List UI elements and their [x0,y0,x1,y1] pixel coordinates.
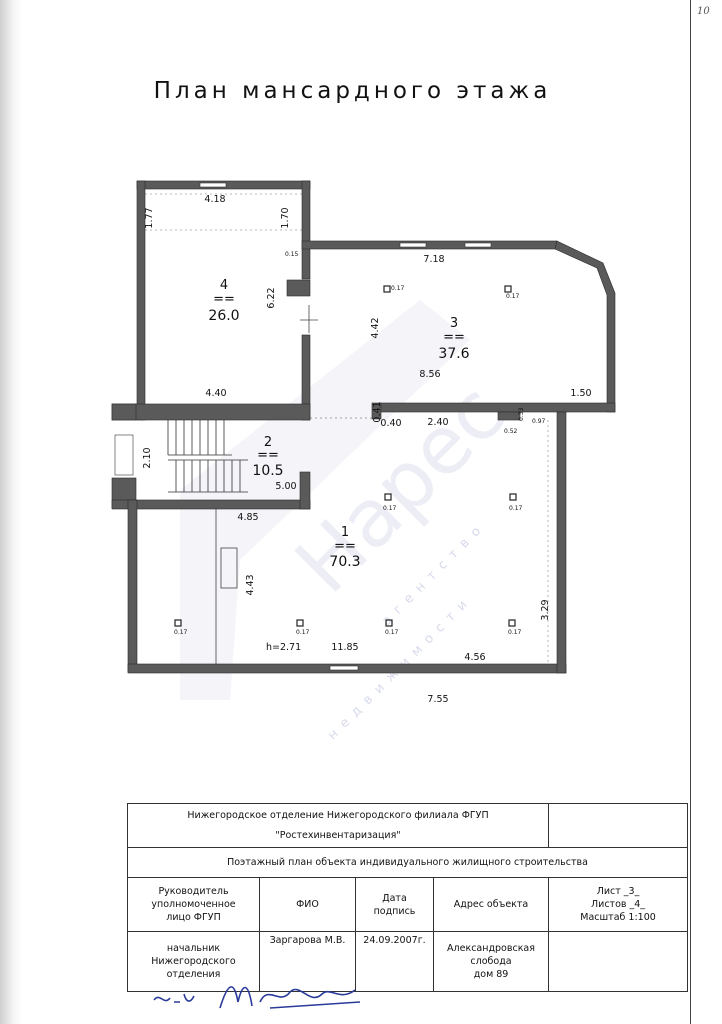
stamp-header-fio: ФИО [259,877,356,932]
svg-text:0.17: 0.17 [391,285,405,292]
vent-marker: 0.17 [509,493,523,512]
room-2-number: 2 [264,435,272,450]
dim-room3-left: 4.42 [370,317,381,338]
dim-443: 4.43 [245,574,256,595]
room-4-marker: == [213,292,235,307]
room-1-number: 1 [341,525,349,540]
svg-text:0.17: 0.17 [508,629,522,636]
svg-text:0.17: 0.17 [383,505,397,512]
stamp-header-position: Руководитель уполномоченное лицо ФГУП [127,877,260,932]
stamp-address: Александровская слобода дом 89 [432,931,550,992]
dim-329: 3.29 [540,599,551,620]
vent-marker: 0.17 [385,619,399,636]
svg-text:0.17: 0.17 [509,505,523,512]
room-labels: 4 == 26.0 3 == 37.6 2 == 10.5 1 == 70.3 [208,278,469,570]
title-block: Нижегородское отделение Нижегородского ф… [126,803,689,992]
stamp-empty-cell [548,803,689,848]
room-2-area: 10.5 [252,463,283,479]
stamp-empty-cell [548,931,689,992]
ceiling-height: h=2.71 [266,642,301,653]
room-2-marker: == [257,448,279,463]
stamp-header-address: Адрес объекта [432,877,550,932]
room-4-area: 26.0 [208,308,239,324]
stamp-position: начальник Нижегородского отделения [127,931,260,992]
dim-room4-bottom: 4.40 [205,388,226,399]
dim-room2-bottom: 5.00 [275,481,296,492]
vent-marker: 0.17 [296,619,310,636]
dim-041: 0.41 [372,401,383,422]
plan-title: План мансардного этажа [153,78,552,104]
dim-1185: 11.85 [331,642,358,653]
scan-edge-shadow [0,0,22,1024]
dim-052: 0.52 [504,428,518,435]
dim-456: 4.56 [464,652,485,663]
room-3-marker: == [443,330,465,345]
vent-marker: 0.17 [383,493,397,512]
dim-room4-top: 4.18 [204,194,225,205]
stamp-date: 24.09.2007г. [355,931,434,992]
dim-485: 4.85 [237,512,258,523]
svg-text:0.17: 0.17 [174,629,188,636]
dim-room4-right: 1.70 [280,207,291,228]
vent-markers: 0.17 0.17 0.17 0.17 0.17 0.17 0.17 0.17 [174,285,523,636]
watermark: Нарес агентство недвижимости [180,300,522,743]
stamp-document-title: Поэтажный план объекта индивидуального ж… [126,847,689,878]
dim-room4-height: 6.22 [266,287,277,308]
interior-lines [145,193,549,664]
dim-room3-top: 7.18 [423,254,444,265]
svg-text:0.17: 0.17 [296,629,310,636]
dim-015: 0.15 [285,251,299,258]
svg-text:0.17: 0.17 [385,629,399,636]
room-3-area: 37.6 [438,346,469,362]
vent-marker: 0.17 [174,619,188,636]
stamp-fio: Заргарова М.В. [259,931,356,992]
dim-097: 0.97 [532,418,546,425]
dim-room4-left: 1.77 [144,207,155,228]
dim-stair-width: 2.10 [142,447,153,468]
dim-240: 2.40 [427,417,448,428]
stamp-sheet-info: Лист _3_ Листов _4_ Масштаб 1:100 [548,877,689,932]
vent-marker: 0.17 [504,285,520,300]
svg-text:0.17: 0.17 [506,293,520,300]
stamp-header-date: Дата подпись [355,877,434,932]
dim-033: 0.33 [518,407,525,421]
page-number: 10 [697,6,710,17]
dim-755: 7.55 [427,694,448,705]
room-4-number: 4 [220,278,228,293]
room-1-marker: == [334,539,356,554]
windows [114,182,492,671]
room-1-area: 70.3 [329,554,360,570]
margin-rule [690,0,691,1024]
stamp-organization: Нижегородское отделение Нижегородского ф… [126,803,550,848]
dim-040: 0.40 [380,418,401,429]
dim-room3-bottom: 8.56 [419,369,440,380]
dim-room3-bay: 1.50 [570,388,591,399]
vent-marker: 0.17 [508,619,522,636]
dimension-labels: 4.18 1.77 1.70 0.15 6.22 4.40 7.18 4.42 … [142,194,592,705]
signature [153,986,361,1009]
staircase [167,420,248,493]
room-3-number: 3 [450,316,458,331]
vent-marker: 0.17 [383,285,405,293]
